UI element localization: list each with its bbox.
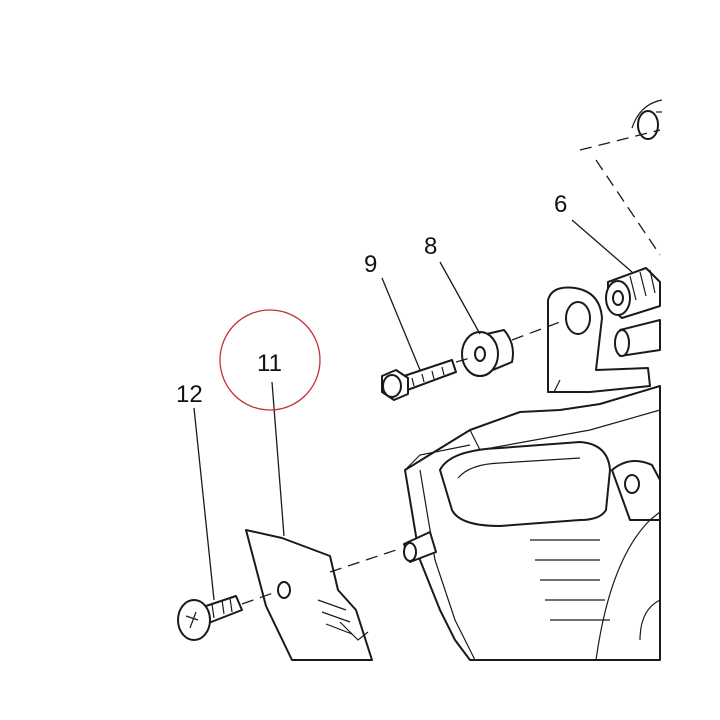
assembly-line-collar (511, 321, 561, 341)
callout-6: 6 (554, 191, 567, 218)
assembly-line-screw (241, 591, 277, 605)
part-12-screw (177, 595, 243, 641)
part-6-nut (605, 267, 661, 357)
part-11-plate (245, 529, 373, 661)
assembly-line-vertical (595, 159, 661, 256)
mounting-bracket (547, 286, 651, 393)
leader-12 (193, 407, 215, 601)
callout-8: 8 (424, 233, 437, 260)
assembly-line-plate (329, 547, 403, 573)
upper-right-component (579, 99, 663, 256)
callout-9: 9 (364, 251, 377, 278)
main-housing (403, 385, 661, 661)
leader-6 (571, 219, 633, 273)
leader-9 (381, 277, 421, 371)
part-8-collar (461, 329, 514, 377)
leader-11 (271, 381, 285, 537)
assembly-line-bolt (455, 357, 471, 363)
highlight-circle-11 (219, 309, 321, 411)
part-9-bolt (381, 359, 457, 401)
leader-8 (439, 261, 481, 335)
assembly-line-top (579, 129, 661, 151)
callout-12: 12 (176, 381, 203, 408)
callout-11: 11 (257, 350, 282, 377)
